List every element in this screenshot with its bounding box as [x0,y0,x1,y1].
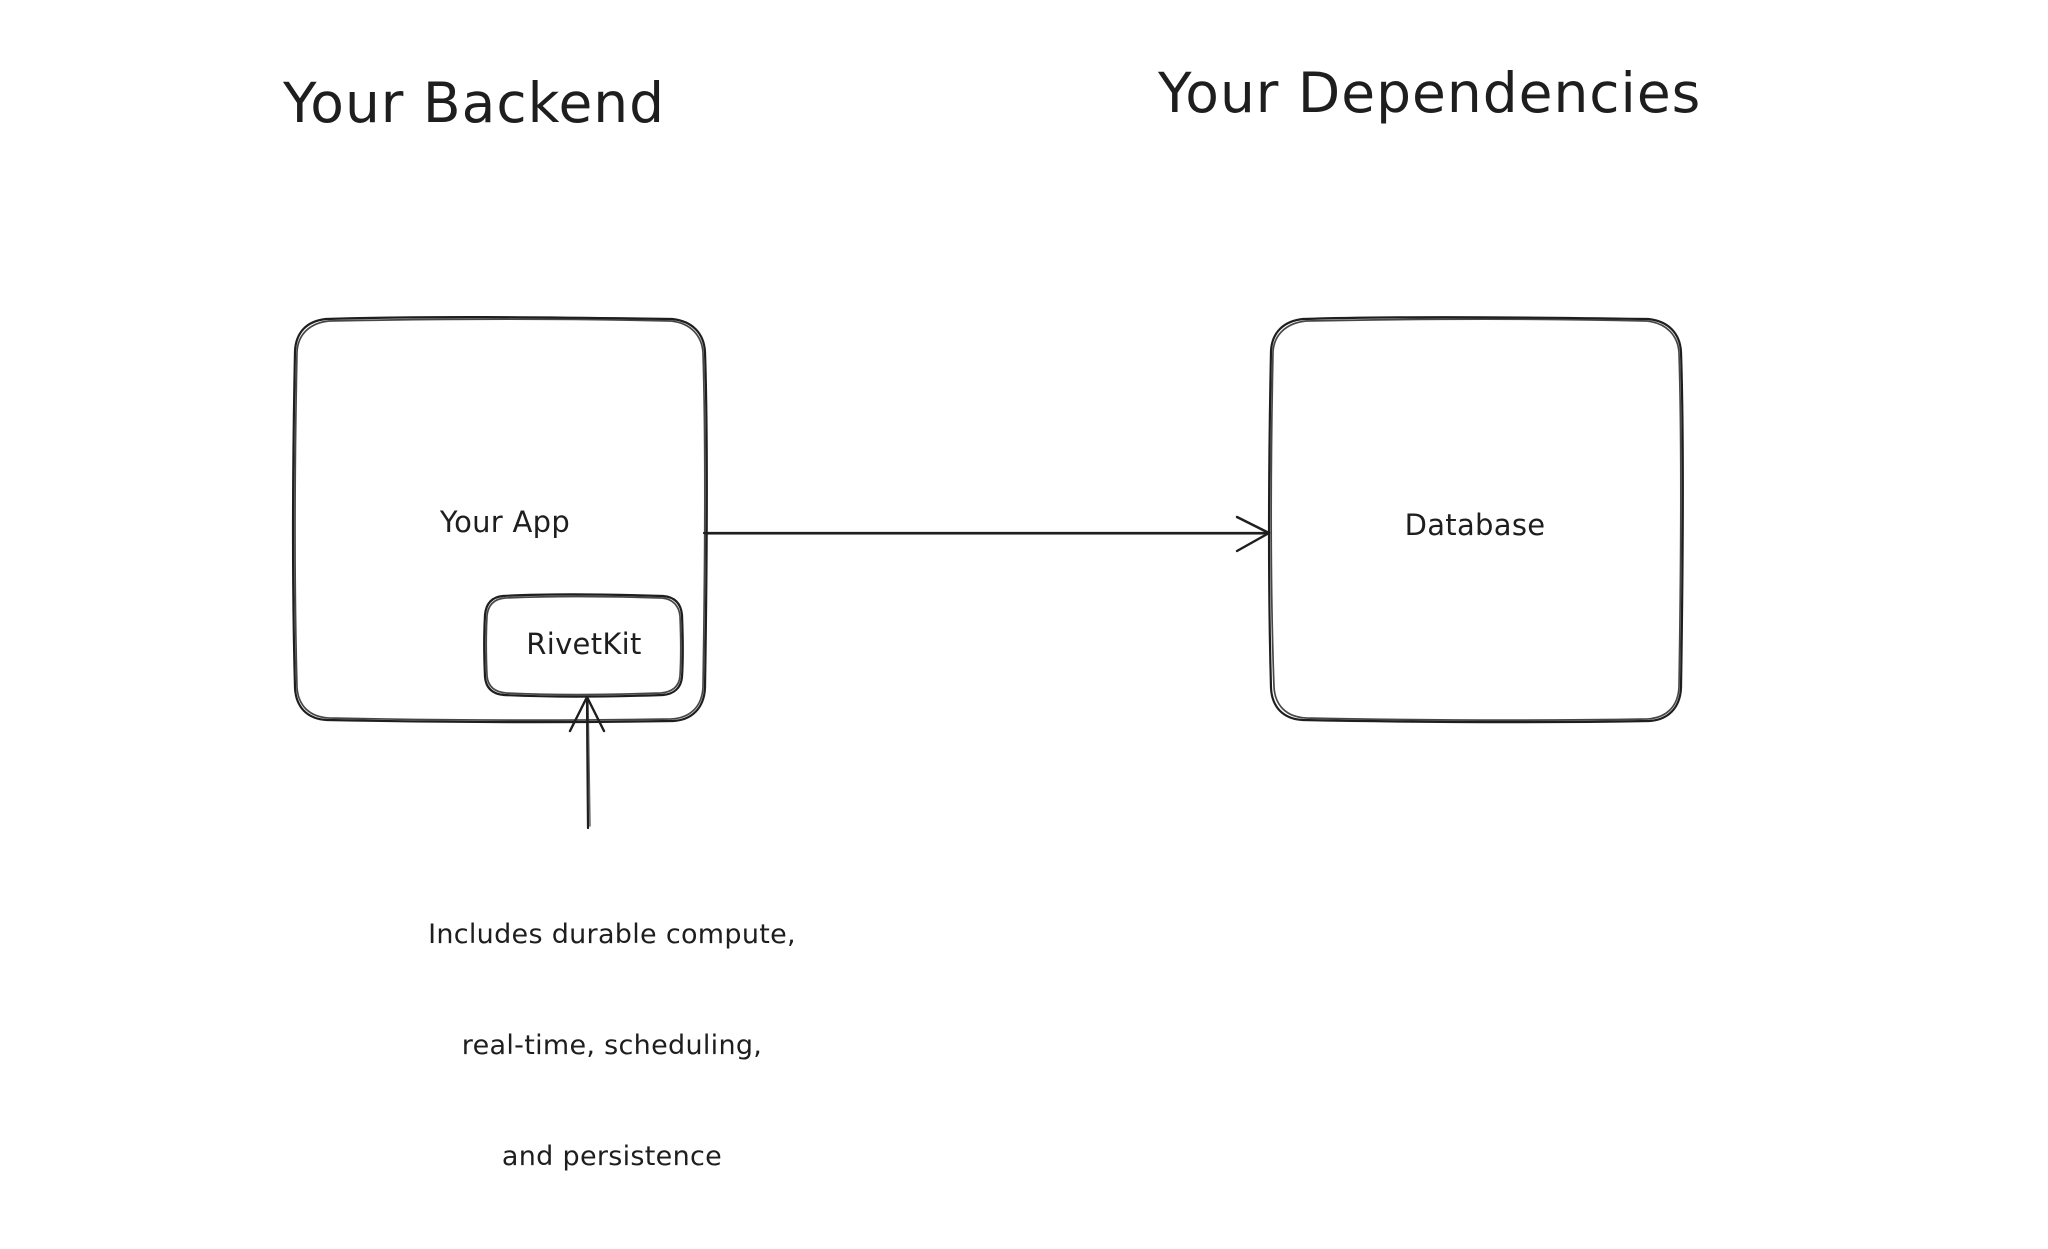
annotation-line-2: real-time, scheduling, [461,1030,763,1061]
diagram-sketch-layer [292,316,1684,830]
node-label-your-app: Your App [439,505,571,539]
node-label-database: Database [1404,508,1546,542]
arrow-right-icon [702,515,1271,553]
annotation-line-1: Includes durable compute, [428,919,796,950]
your-app-box[interactable] [292,316,708,724]
diagram-canvas: Your Backend Your Dependencies Your App … [283,61,1702,1172]
group-title-backend: Your Backend [283,71,666,135]
database-box[interactable] [1268,316,1684,724]
arrow-up-icon [568,695,606,830]
group-title-dependencies: Your Dependencies [1158,61,1702,125]
rivetkit-box[interactable] [483,593,684,698]
annotation-note-rivetkit: Includes durable compute, real-time, sch… [412,842,812,1249]
node-label-rivetkit: RivetKit [526,627,642,661]
annotation-line-3: and persistence [501,1141,723,1172]
